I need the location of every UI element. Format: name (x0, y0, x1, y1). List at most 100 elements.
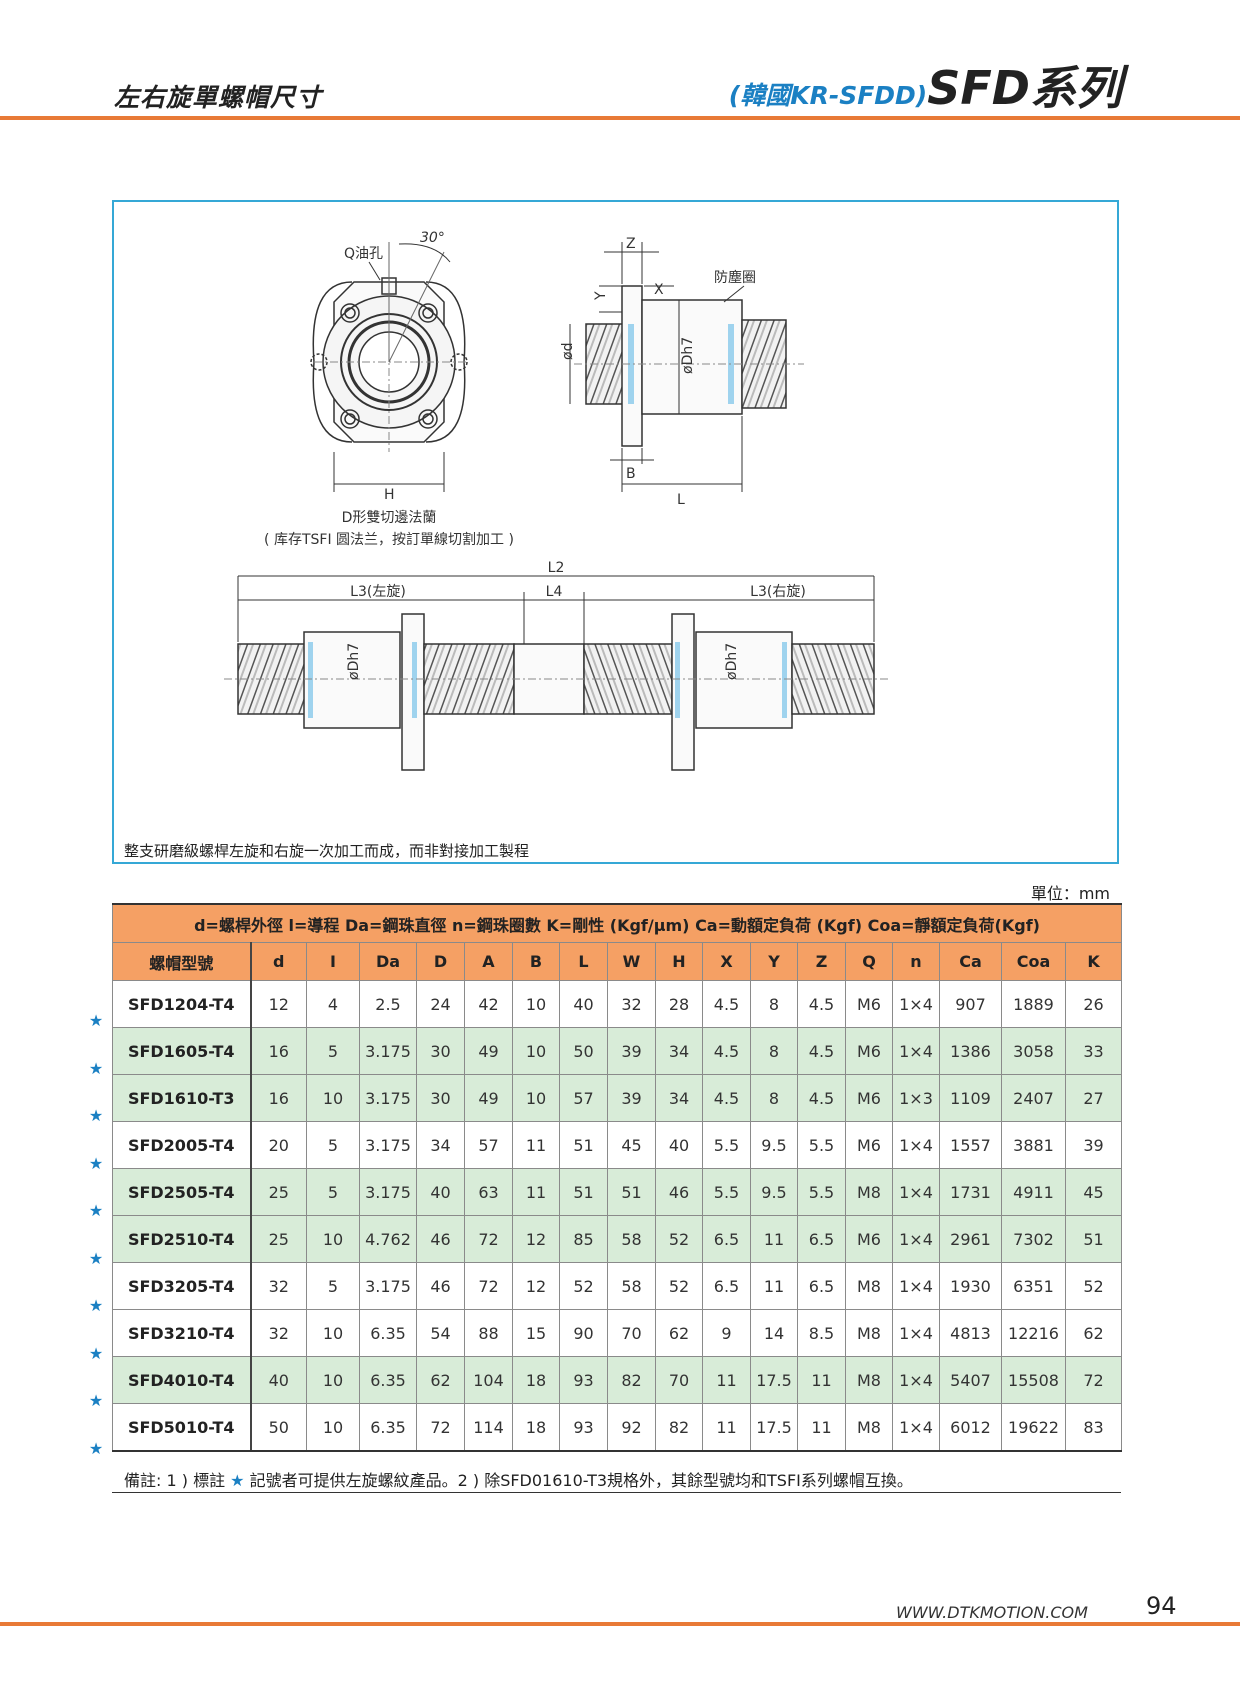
table-cell: 93 (559, 1403, 608, 1452)
model-cell: SFD4010-T4 (112, 1356, 252, 1404)
model-cell: SFD1204-T4 (112, 980, 252, 1028)
table-cell: 25 (250, 1215, 307, 1263)
table-cell: 1×4 (892, 1168, 940, 1216)
table-cell: 4.5 (702, 1074, 751, 1122)
flange-caption-2: ( 库存TSFI 圆法兰，按訂單線切割加工 ) (264, 531, 514, 548)
table-cell: 32 (607, 980, 656, 1028)
column-header: n (892, 942, 940, 981)
table-cell: 6351 (1001, 1262, 1066, 1310)
column-header: Coa (1001, 942, 1066, 981)
table-cell: 907 (939, 980, 1002, 1028)
table-cell: 58 (607, 1215, 656, 1263)
table-cell: 114 (464, 1403, 513, 1452)
column-header: Y (750, 942, 798, 981)
table-cell: 30 (416, 1074, 465, 1122)
table-cell: 62 (655, 1309, 703, 1357)
column-header: I (306, 942, 360, 981)
table-cell: 4 (306, 980, 360, 1028)
table-cell: 93 (559, 1356, 608, 1404)
table-cell: 51 (607, 1168, 656, 1216)
table-cell: 52 (655, 1262, 703, 1310)
column-header: H (655, 942, 703, 981)
table-cell: 40 (559, 980, 608, 1028)
table-cell: 5.5 (702, 1121, 751, 1169)
table-cell: 72 (464, 1262, 513, 1310)
table-cell: 24 (416, 980, 465, 1028)
table-cell: 83 (1064, 1403, 1123, 1452)
table-cell: 11 (702, 1356, 751, 1404)
page-section-title: 左右旋單螺帽尺寸 (114, 83, 323, 112)
unit-label: 單位：mm (1030, 884, 1110, 903)
page-number: 94 (1146, 1592, 1177, 1620)
column-header: D (416, 942, 465, 981)
table-cell: 25 (250, 1168, 307, 1216)
header-rule (0, 116, 1240, 120)
dh7-right-label: øDh7 (724, 643, 740, 680)
table-cell: 50 (559, 1027, 608, 1075)
star-icon: ★ (88, 1201, 104, 1220)
left-star-column: ★★★★★★★★★★ (86, 997, 106, 1472)
column-header: Ca (939, 942, 1002, 981)
table-cell: 11 (750, 1215, 798, 1263)
table-cell: 1×4 (892, 980, 940, 1028)
table-cell: 4.5 (797, 1074, 846, 1122)
l3-right-label: L3(右旋) (750, 584, 806, 600)
table-cell: 34 (416, 1121, 465, 1169)
l3-left-label: L3(左旋) (350, 584, 406, 600)
table-cell: 4.762 (359, 1215, 417, 1263)
table-cell: 17.5 (750, 1403, 798, 1452)
table-cell: 16 (250, 1074, 307, 1122)
table-cell: 20 (250, 1121, 307, 1169)
model-cell: SFD1610-T3 (112, 1074, 252, 1122)
model-cell: SFD2005-T4 (112, 1121, 252, 1169)
table-cell: M8 (845, 1309, 893, 1357)
table-cell: 58 (607, 1262, 656, 1310)
table-cell: 3.175 (359, 1121, 417, 1169)
l2-dim-label: L2 (548, 560, 565, 576)
table-cell: 6.35 (359, 1309, 417, 1357)
column-header: B (512, 942, 560, 981)
table-cell: 11 (750, 1262, 798, 1310)
table-cell: 72 (416, 1403, 465, 1452)
table-cell: 40 (250, 1356, 307, 1404)
table-cell: 14 (750, 1309, 798, 1357)
angle-label: 30° (420, 230, 445, 246)
table-cell: 90 (559, 1309, 608, 1357)
column-header: Q (845, 942, 893, 981)
h-dim-label: H (384, 487, 395, 503)
star-icon: ★ (88, 1391, 104, 1410)
table-cell: 10 (512, 1027, 560, 1075)
table-legend: d=螺桿外徑 l=導程 Da=鋼珠直徑 n=鋼珠圈數 K=剛性 (Kgf/μm)… (111, 903, 1123, 943)
table-cell: 40 (416, 1168, 465, 1216)
table-cell: 10 (306, 1074, 360, 1122)
table-cell: 27 (1064, 1074, 1123, 1122)
table-cell: 4911 (1001, 1168, 1066, 1216)
table-cell: 34 (655, 1027, 703, 1075)
star-icon: ★ (88, 1011, 104, 1030)
table-cell: M6 (845, 980, 893, 1028)
table-cell: 10 (306, 1356, 360, 1404)
technical-drawing: Q油孔 30° H D形雙切邊法蘭 ( 库存TSFI 圆法兰，按訂單線切割加工 … (112, 200, 1119, 864)
table-cell: 32 (250, 1262, 307, 1310)
table-cell: 26 (1064, 980, 1123, 1028)
table-cell: 62 (1064, 1309, 1123, 1357)
table-cell: 30 (416, 1027, 465, 1075)
flange-caption-1: D形雙切邊法蘭 (342, 510, 437, 526)
table-cell: 46 (416, 1262, 465, 1310)
table-cell: 4813 (939, 1309, 1002, 1357)
table-cell: 10 (512, 1074, 560, 1122)
table-cell: 1889 (1001, 980, 1066, 1028)
table-cell: 5 (306, 1027, 360, 1075)
table-cell: 1557 (939, 1121, 1002, 1169)
column-header: W (607, 942, 656, 981)
table-cell: 4.5 (797, 980, 846, 1028)
table-cell: 11 (797, 1356, 846, 1404)
table-cell: 1930 (939, 1262, 1002, 1310)
table-cell: 57 (559, 1074, 608, 1122)
footnote-text: 記號者可提供左旋螺紋產品。2 ) 除SFD01610-T3規格外，其餘型號均和T… (244, 1471, 913, 1490)
